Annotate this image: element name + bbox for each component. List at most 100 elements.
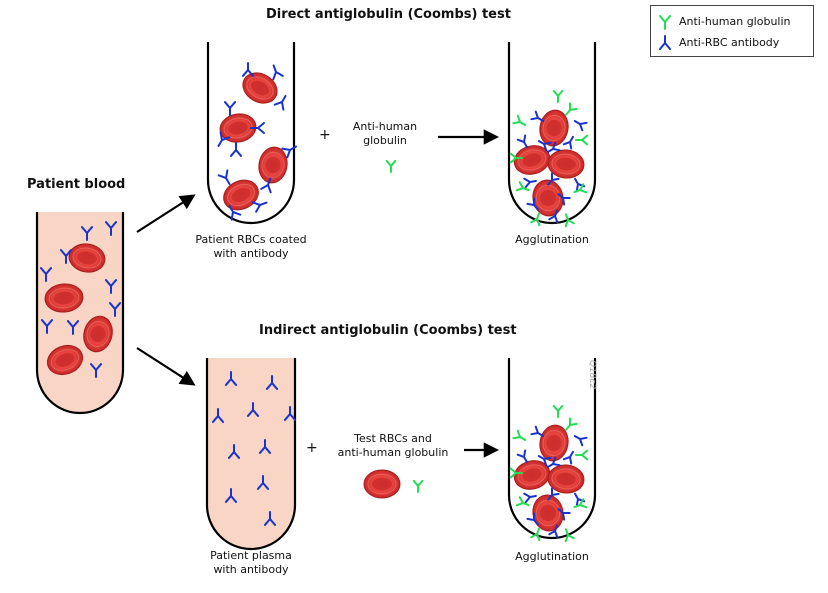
ahg-label-line2: globulin [363,134,407,147]
anti-rbc-antibody-icon [104,279,118,294]
legend-label-anti-rbc-antibody: Anti-RBC antibody [679,36,780,49]
anti-human-globulin-icon [515,496,530,507]
anti-rbc-antibody-icon [227,444,241,459]
anti-rbc-antibody-icon [537,140,552,152]
anti-human-globulin-icon [512,429,527,441]
anti-human-globulin-icon [509,467,523,479]
anti-human-globulin-icon [573,183,588,194]
legend-label-anti-human-globulin: Anti-human globulin [679,15,791,28]
anti-rbc-antibody-icon [224,488,238,503]
rbc-cell [539,109,569,147]
patient-blood-tube [35,212,125,415]
anti-rbc-antibody-icon [250,121,265,135]
anti-rbc-antibody-icon [260,177,272,194]
rbc-cell [219,113,257,143]
anti-rbc-antibody-icon [547,172,560,186]
anti-rbc-antibody-icon [562,135,574,150]
anti-rbc-antibody-icon [530,110,545,122]
legend: Anti-human globulin Anti-RBC antibody [650,5,814,57]
anti-rbc-antibody-icon [217,131,231,148]
anti-rbc-antibody-icon [516,449,528,464]
anti-rbc-antibody-icon [573,435,588,447]
anti-human-globulin-icon [552,404,564,418]
plasma-label-line2: with antibody [213,563,289,576]
test-rbc-cell [363,469,401,499]
anti-human-globulin-icon [530,527,541,542]
rbc-cell [547,149,585,179]
anti-human-globulin-icon [385,159,397,173]
anti-rbc-antibody-icon [537,455,552,467]
anti-rbc-antibody-icon [223,101,237,116]
anti-rbc-antibody-icon [224,371,238,386]
antibody-layer [39,62,589,543]
coated-rbc-label-line1: Patient RBCs coated [195,233,307,246]
anti-human-globulin-icon [412,479,424,493]
indirect-test-title: Indirect antiglobulin (Coombs) test [259,323,517,338]
anti-rbc-antibody-icon [256,475,270,490]
anti-rbc-antibody-icon [66,320,80,335]
anti-rbc-antibody-icon [59,249,73,264]
anti-rbc-antibody-icon [251,201,268,213]
anti-rbc-antibody-icon [546,141,561,153]
rbc-cell [223,179,259,211]
patient-blood-title: Patient blood [27,177,126,192]
anti-human-globulin-icon [659,15,671,30]
rbc-cell [258,146,288,184]
ahg-label-line1: Anti-human [352,120,418,133]
anti-human-globulin-icon [564,528,575,543]
anti-rbc-antibody-icon [104,221,118,236]
anti-rbc-antibody-icon [523,492,537,504]
anti-human-globulin-icon [515,181,530,192]
anti-rbc-antibody-icon [217,169,231,186]
plus-sign-indirect: + [306,440,318,456]
rbc-cell [44,283,84,313]
anti-rbc-antibody-icon [281,145,298,159]
rbc-cell [513,145,551,175]
anti-rbc-antibody-icon [272,64,284,81]
anti-human-globulin-icon [552,89,564,103]
plasma-label-line1: Patient plasma [210,549,292,562]
anti-human-globulin-icon [509,152,523,164]
plus-sign-direct: + [319,127,331,143]
coated-rbc-label: Patient RBCs coated with antibody [176,233,326,261]
anti-rbc-antibody-icon [526,197,539,211]
anti-rbc-antibody-icon [211,408,225,423]
test-rbcs-label: Test RBCs and anti-human globulin [318,432,468,460]
plasma-label: Patient plasma with antibody [176,549,326,577]
rbc-cell [46,344,84,376]
arrow-to-indirect [136,347,196,386]
anti-rbc-antibody-icon [523,177,537,189]
anti-rbc-antibody-icon [273,94,287,111]
arrow-to-direct [136,194,196,233]
anti-human-globulin-icon [565,102,578,116]
anti-rbc-antibody-icon [574,177,586,192]
anti-human-globulin-icon [565,417,578,431]
agglutination-tube-bottom [507,358,597,540]
rbc-cell [539,424,569,462]
anti-human-globulin-icon [575,449,589,461]
anti-rbc-antibody-icon [80,226,94,241]
rbc-cell [68,243,106,273]
direct-test-title: Direct antiglobulin (Coombs) test [266,7,511,22]
agglutination-label-top: Agglutination [515,233,589,246]
anti-rbc-antibody-icon [40,319,54,334]
patient-plasma-tube [205,358,297,551]
anti-rbc-antibody-icon [229,142,243,157]
anti-rbc-antibody-icon [228,204,242,221]
anti-rbc-antibody-icon [516,134,528,149]
rbc-cell [547,464,585,494]
anti-rbc-antibody-icon [573,120,588,132]
anti-rbc-antibody-icon [546,456,561,468]
anti-rbc-antibody-icon [659,35,671,50]
anti-rbc-antibody-icon [548,524,559,539]
anti-rbc-antibody-icon [283,406,297,421]
anti-rbc-antibody-icon [526,512,539,526]
anti-human-globulin-label: Anti-human globulin [340,120,430,148]
anti-rbc-antibody-icon [258,439,272,454]
anti-rbc-antibody-icon [530,425,545,437]
anti-rbc-antibody-icon [557,193,571,206]
agglutination-tube-top [507,42,597,225]
anti-rbc-antibody-icon [89,363,103,378]
